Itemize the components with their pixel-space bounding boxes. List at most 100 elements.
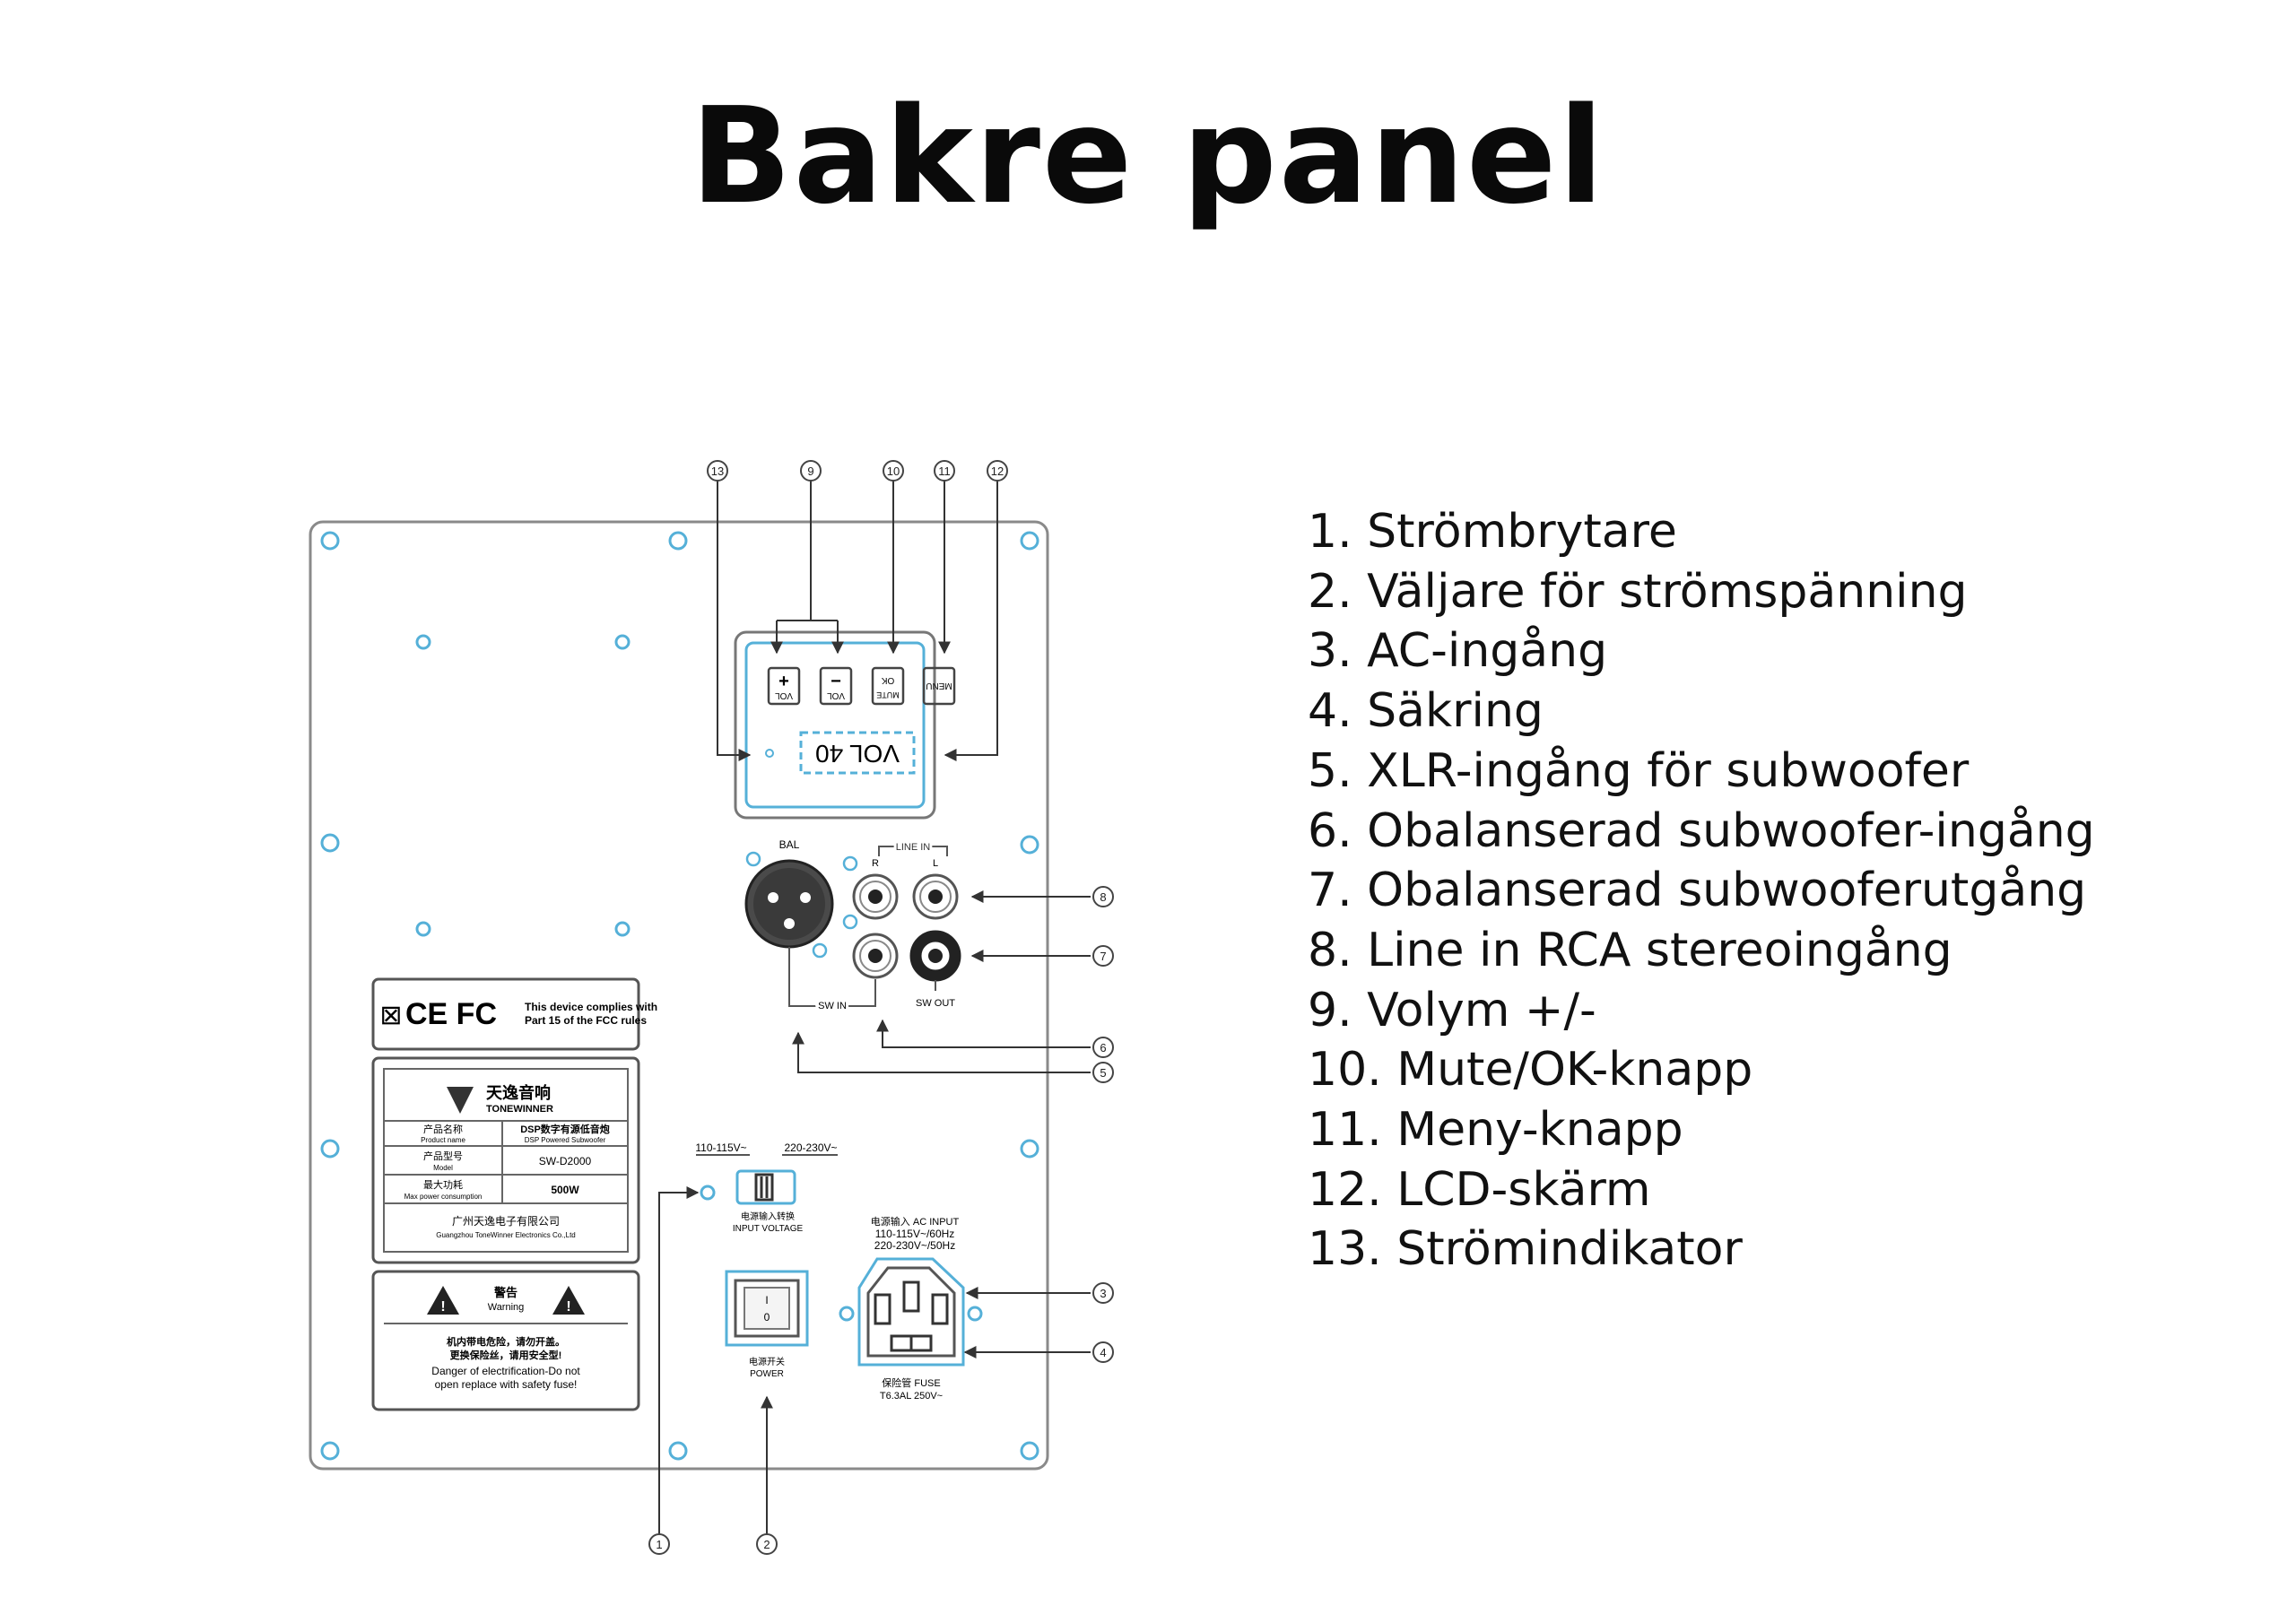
svg-text:LINE IN: LINE IN: [896, 842, 931, 853]
page-title: Bakre panel: [690, 79, 1606, 233]
legend-item: 10. Mute/OK-knapp: [1308, 1043, 1753, 1098]
xlr-input-jack[interactable]: [744, 859, 834, 949]
callout-9: 9: [807, 464, 813, 478]
callout-8: 8: [1100, 890, 1106, 904]
svg-text:电源开关: 电源开关: [749, 1356, 785, 1367]
svg-text:Guangzhou ToneWinner Electroni: Guangzhou ToneWinner Electronics Co.,Ltd: [436, 1231, 576, 1239]
warning-triangle-icon: [552, 1286, 585, 1315]
svg-text:I: I: [765, 1294, 768, 1306]
legend-item: 4. Säkring: [1308, 684, 1544, 739]
svg-text:POWER: POWER: [750, 1369, 784, 1379]
svg-text:500W: 500W: [551, 1184, 579, 1196]
voltage-selector[interactable]: 110-115V~ 220-230V~ 电源输入转换 INPUT VOLTAGE: [695, 1141, 838, 1234]
svg-text:MUTE: MUTE: [876, 690, 900, 699]
svg-text:广州天逸电子有限公司: 广州天逸电子有限公司: [452, 1215, 560, 1228]
svg-text:Danger of electrification-Do n: Danger of electrification-Do not: [431, 1365, 580, 1377]
callout-numbers: [648, 460, 1114, 1555]
svg-text:−: −: [831, 672, 841, 691]
legend-item: 11. Meny-knapp: [1308, 1103, 1683, 1158]
svg-text:SW-D2000: SW-D2000: [539, 1155, 592, 1167]
certification-label: ⊠ CE FC This device complies with Part 1…: [371, 977, 657, 1051]
svg-text:更换保险丝，请用安全型!: 更换保险丝，请用安全型!: [450, 1349, 562, 1361]
jacks-area: BAL LINE IN R L: [744, 838, 961, 1014]
legend-item: 7. Obalanserad subwooferutgång: [1308, 864, 2087, 918]
svg-text:CE FC: CE FC: [405, 997, 497, 1031]
svg-text:OK: OK: [881, 675, 894, 685]
legend-item: 5. XLR-ingång för subwoofer: [1308, 743, 1970, 798]
callout-6: 6: [1100, 1041, 1106, 1055]
svg-text:L: L: [933, 858, 938, 869]
svg-text:Warning: Warning: [488, 1302, 525, 1313]
svg-text:SW IN: SW IN: [818, 1001, 847, 1011]
legend-item: 3. AC-ingång: [1308, 624, 1608, 679]
svg-text:机内带电危险，请勿开盖。: 机内带电危险，请勿开盖。: [447, 1335, 565, 1348]
legend-item: 13. Strömindikator: [1308, 1222, 1743, 1277]
legend-item: 6. Obalanserad subwoofer-ingång: [1308, 803, 2095, 858]
svg-text:产品名称: 产品名称: [423, 1123, 463, 1135]
leader-lines: [658, 481, 1091, 1535]
svg-text:Model: Model: [433, 1164, 453, 1172]
mute-ok-button[interactable]: OK MUTE: [871, 666, 905, 706]
svg-text:BAL: BAL: [779, 838, 800, 851]
legend-list: 1. Strömbrytare 2. Väljare för strömspän…: [1308, 502, 2095, 1280]
nameplate-label: 天逸音响 TONEWINNER 产品名称 Product name DSP数字有…: [371, 1056, 640, 1264]
callout-4: 4: [1100, 1346, 1106, 1359]
line-in-r-jack[interactable]: [852, 873, 899, 920]
sw-out-jack[interactable]: [909, 930, 961, 982]
svg-text:!: !: [440, 1299, 445, 1315]
sw-in-jack[interactable]: [852, 933, 899, 979]
callout-11: 11: [938, 464, 951, 478]
svg-text:MENU: MENU: [926, 681, 952, 690]
lcd-screen: VOL 40: [799, 731, 916, 775]
legend-item: 2. Väljare för strömspänning: [1308, 564, 1968, 619]
svg-text:110-115V~/60Hz: 110-115V~/60Hz: [875, 1228, 955, 1240]
power-switch[interactable]: I 0 电源开关 POWER: [725, 1270, 809, 1379]
svg-text:电源输入转换: 电源输入转换: [741, 1211, 795, 1222]
svg-text:DSP Powered Subwoofer: DSP Powered Subwoofer: [525, 1136, 606, 1144]
svg-text:Product name: Product name: [421, 1136, 465, 1144]
svg-text:220-230V~: 220-230V~: [784, 1141, 837, 1154]
control-module: + VOL − VOL OK MUTE MENU VOL 40: [734, 630, 956, 820]
weee-bin-icon: ⊠: [379, 1001, 402, 1030]
svg-text:SW OUT: SW OUT: [916, 998, 955, 1009]
svg-text:最大功耗: 最大功耗: [423, 1178, 463, 1191]
svg-text:VOL: VOL: [775, 690, 793, 700]
callout-2: 2: [763, 1538, 770, 1551]
callout-3: 3: [1100, 1287, 1106, 1300]
callout-10: 10: [887, 464, 900, 478]
svg-text:天逸音响: 天逸音响: [486, 1083, 551, 1102]
svg-text:INPUT VOLTAGE: INPUT VOLTAGE: [733, 1224, 804, 1234]
menu-button[interactable]: MENU: [922, 666, 956, 706]
legend-item: 8. Line in RCA stereoingång: [1308, 923, 1952, 977]
svg-text:open replace with safety fuse!: open replace with safety fuse!: [435, 1378, 578, 1391]
line-in-l-jack[interactable]: [912, 873, 959, 920]
svg-text:VOL: VOL: [827, 690, 845, 700]
callout-13: 13: [711, 464, 724, 478]
legend-item: 9. Volym +/-: [1308, 983, 1596, 1037]
svg-text:110-115V~: 110-115V~: [695, 1141, 746, 1154]
warning-triangle-icon: [427, 1286, 459, 1315]
mounting-holes: [320, 531, 1039, 1461]
svg-text:Part 15 of the FCC rules: Part 15 of the FCC rules: [525, 1014, 647, 1027]
svg-text:DSP数字有源低音炮: DSP数字有源低音炮: [520, 1123, 610, 1135]
callout-1: 1: [656, 1538, 662, 1551]
svg-text:电源输入 AC INPUT: 电源输入 AC INPUT: [871, 1215, 960, 1228]
svg-text:0: 0: [764, 1311, 770, 1324]
callout-7: 7: [1100, 950, 1106, 963]
legend-item: 12. LCD-skärm: [1308, 1162, 1651, 1217]
tonewinner-logo-icon: [447, 1087, 474, 1114]
svg-text:警告: 警告: [494, 1286, 517, 1299]
callout-12: 12: [991, 464, 1004, 478]
svg-text:220-230V~/50Hz: 220-230V~/50Hz: [874, 1239, 955, 1252]
vol-plus-button[interactable]: + VOL: [767, 666, 801, 706]
warning-label: ! ! 警告 Warning 机内带电危险，请勿开盖。 更换保险丝，请用安全型!…: [371, 1270, 640, 1411]
svg-text:TONEWINNER: TONEWINNER: [486, 1104, 553, 1115]
svg-text:R: R: [872, 858, 879, 869]
svg-text:!: !: [566, 1299, 570, 1315]
svg-text:VOL 40: VOL 40: [815, 740, 900, 768]
svg-text:产品型号: 产品型号: [423, 1150, 463, 1162]
ac-input-socket[interactable]: 电源输入 AC INPUT 110-115V~/60Hz 220-230V~/5…: [857, 1215, 965, 1402]
panel-outline: [309, 520, 1049, 1471]
vol-minus-button[interactable]: − VOL: [819, 666, 853, 706]
